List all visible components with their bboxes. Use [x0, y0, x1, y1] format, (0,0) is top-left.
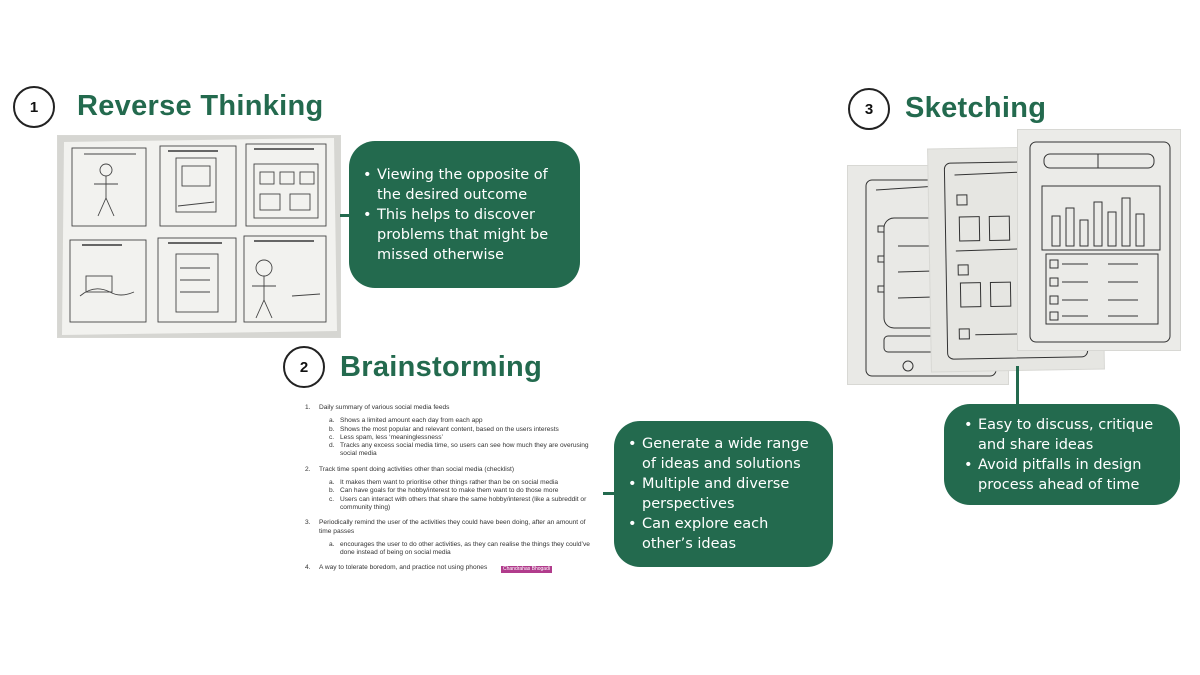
- doc-item-text: Periodically remind the user of the acti…: [319, 519, 586, 535]
- bullet-item: Can explore each other’s ideas: [628, 514, 819, 554]
- reverse-thinking-bullets: Viewing the opposite of the desired outc…: [363, 165, 566, 265]
- doc-sub-number: c.: [329, 433, 335, 441]
- doc-sub-text: Less spam, less ‘meaninglessness’: [340, 433, 443, 441]
- storyboard-sketch-icon: [58, 136, 340, 337]
- doc-item-2: 2. Track time spent doing activities othe…: [305, 466, 595, 512]
- section-3-number-text: 3: [864, 100, 874, 118]
- section-2-number: 2: [283, 346, 325, 388]
- brainstorming-bubble: Generate a wide range of ideas and solut…: [614, 421, 833, 567]
- doc-sub-text: Shows the most popular and relevant cont…: [340, 425, 559, 433]
- bullet-item: Avoid pitfalls in design process ahead o…: [964, 455, 1166, 495]
- brainstorm-document: 1. Daily summary of various social media …: [305, 404, 595, 580]
- section-1-title: Reverse Thinking: [77, 90, 324, 122]
- doc-item-number: 2.: [305, 465, 311, 473]
- phone-sketch-icon: [1029, 141, 1171, 343]
- doc-item-text: A way to tolerate boredom, and practice …: [319, 564, 488, 572]
- bullet-item: This helps to discover problems that mig…: [363, 205, 566, 265]
- doc-sub-number: b.: [329, 425, 335, 433]
- bullet-item: Easy to discuss, critique and share idea…: [964, 415, 1166, 455]
- doc-sub-text: Can have goals for the hobby/interest to…: [340, 487, 559, 495]
- sketching-bullets: Easy to discuss, critique and share idea…: [964, 415, 1166, 495]
- doc-item-text: Daily summary of various social media fe…: [319, 404, 450, 411]
- doc-sub-number: a.: [329, 540, 335, 548]
- bullet-item: Generate a wide range of ideas and solut…: [628, 434, 819, 474]
- sketch-photo-3: [1018, 130, 1180, 350]
- doc-item-1: 1. Daily summary of various social media …: [305, 404, 595, 459]
- doc-item-3: 3. Periodically remind the user of the ac…: [305, 519, 595, 557]
- bullet-item: Multiple and diverse perspectives: [628, 474, 819, 514]
- doc-sub-number: a.: [329, 479, 335, 487]
- reverse-thinking-bubble: Viewing the opposite of the desired outc…: [349, 141, 580, 288]
- section-2-connector: [603, 492, 615, 495]
- section-2-title: Brainstorming: [340, 351, 543, 383]
- section-1-number: 1: [13, 86, 55, 128]
- section-1-connector: [340, 214, 350, 217]
- doc-sub-text: Shows a limited amount each day from eac…: [340, 417, 483, 425]
- brainstorming-bullets: Generate a wide range of ideas and solut…: [628, 434, 819, 554]
- section-2-number-text: 2: [299, 358, 309, 376]
- section-3-title: Sketching: [905, 92, 1047, 124]
- doc-item-4: 4. A way to tolerate boredom, and practic…: [305, 564, 595, 572]
- doc-sub-number: a.: [329, 417, 335, 425]
- doc-sub-text: encourages the user to do other activiti…: [340, 540, 590, 557]
- doc-sub-text: It makes them want to prioritise other t…: [340, 479, 559, 487]
- sketching-bubble: Easy to discuss, critique and share idea…: [944, 404, 1180, 505]
- comment-author-tag: Chandrahas Bhogadi: [501, 566, 552, 573]
- reverse-thinking-storyboard-photo: [58, 136, 340, 337]
- doc-sub-number: b.: [329, 487, 335, 495]
- doc-sub-text: Tracks any excess social media time, so …: [340, 442, 589, 458]
- section-1-number-text: 1: [29, 98, 39, 116]
- doc-sub-number: c.: [329, 495, 335, 503]
- doc-item-text: Track time spent doing activities other …: [319, 465, 515, 473]
- bullet-item: Viewing the opposite of the desired outc…: [363, 165, 566, 205]
- doc-item-number: 4.: [305, 564, 311, 572]
- doc-sub-text: Users can interact with others that shar…: [340, 495, 587, 511]
- doc-sub-number: d.: [329, 442, 335, 450]
- section-3-number: 3: [848, 88, 890, 130]
- doc-item-number: 1.: [305, 404, 311, 411]
- doc-item-number: 3.: [305, 519, 311, 527]
- section-3-connector: [1016, 366, 1019, 406]
